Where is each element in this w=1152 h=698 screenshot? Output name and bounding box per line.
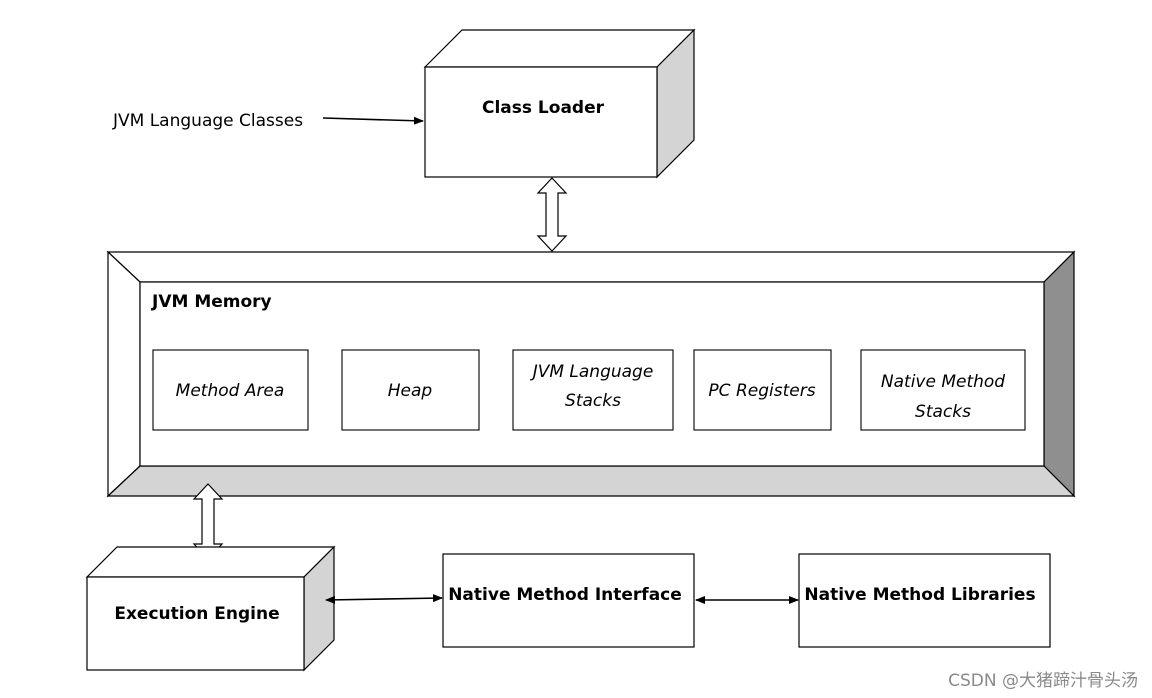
class-loader-box: Class Loader: [423, 28, 696, 179]
loader-memory-double-arrow: [536, 177, 568, 252]
memory-area-label: Native Method: [881, 372, 1005, 392]
input-label: JVM Language Classes: [112, 111, 303, 131]
memory-area-native-method-stacks: Native Method Stacks: [860, 349, 1026, 431]
memory-area-label: PC Registers: [708, 381, 815, 401]
watermark-text: CSDN @大猪蹄汁骨头汤: [948, 671, 1138, 691]
memory-area-heap: Heap: [341, 349, 480, 431]
input-arrow: [322, 116, 424, 125]
native-libraries-box: Native Method Libraries: [798, 553, 1051, 648]
memory-area-jvm-language-stacks: JVM Language Stacks: [512, 349, 674, 431]
memory-area-method-area: Method Area: [152, 349, 309, 431]
class-loader-label: Class Loader: [482, 98, 605, 118]
memory-area-label: JVM Language: [530, 362, 654, 382]
memory-area-label: Stacks: [565, 391, 621, 411]
execution-engine-box: Execution Engine: [85, 545, 336, 672]
native-libraries-label: Native Method Libraries: [804, 585, 1035, 605]
memory-area-pc-registers: PC Registers: [693, 349, 832, 431]
memory-area-label: Method Area: [176, 381, 285, 401]
native-interface-box: Native Method Interface: [442, 553, 695, 648]
memory-area-label: Heap: [388, 381, 433, 401]
engine-interface-arrow: [325, 594, 443, 604]
jvm-memory-title: JVM Memory: [151, 292, 272, 312]
native-interface-label: Native Method Interface: [448, 585, 682, 605]
memory-area-label: Stacks: [915, 402, 971, 422]
execution-engine-label: Execution Engine: [114, 604, 279, 624]
